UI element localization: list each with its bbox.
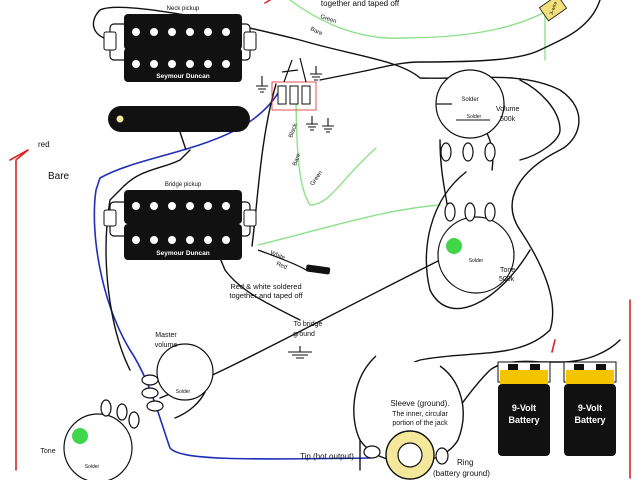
jack-ring-lug [435,447,449,465]
tone-solder-label: Solder [469,258,484,264]
volume-title: Volume [496,106,519,113]
red-wire [9,0,271,471]
battery-1: 9-Volt Battery [497,361,551,456]
bridge-pickup-label: Bridge pickup [165,182,202,188]
master-volume-lugs [141,374,164,412]
tip-label: Tip (hot output) [300,452,354,461]
black-wire-8 [174,391,206,419]
volume-pot: Solder Solder Volume 500k [435,69,519,162]
bridge-brand-label: Seymour Duncan [156,250,209,257]
sleeve-label-2: The inner, circular [392,411,448,418]
battery-2-label-a: 9-Volt [578,403,602,413]
wire-label-bare-mid: Bare [292,152,302,167]
red-left-label: red [38,140,50,149]
tone-capacitor-icon [446,238,462,254]
master-volume-label-2: volume [155,342,178,349]
volume-value: 500k [500,116,516,123]
bare-left-label: Bare [48,171,70,182]
jack-tip-lug [363,445,381,459]
top-note: together and taped off [321,0,400,8]
red-white-note-2: together and taped off [229,291,303,300]
ring-label-2: (battery ground) [433,469,490,478]
single-coil-pickup [108,106,250,151]
battery-1-label-b: Battery [508,415,539,425]
master-volume-label-1: Master [155,332,177,339]
battery-1-label-a: 9-Volt [512,403,536,413]
wire-label-red: Red [275,261,287,271]
ring-label-1: Ring [457,458,473,467]
green-wire-top [289,0,546,61]
tone-bottom-lugs [100,399,140,429]
battery-2: 9-Volt Battery [563,361,617,456]
red-white-note-1: Red & white soldered [230,282,301,291]
neck-brand-label: Seymour Duncan [156,73,209,80]
neck-pickup: Neck pickup Seymour Duncan [103,6,257,82]
black-wire-2 [105,83,277,371]
sleeve-label-1: Sleeve (ground). [390,399,449,408]
bridge-ground-label-2: ground [293,331,315,338]
wire-label-green-mid: Green [310,170,324,187]
pickup-switch [271,57,317,111]
green-wire-mid [257,87,441,246]
black-wire-5 [319,0,601,81]
top-right-tag: 3-wire [538,0,568,22]
wire-label-white: White [269,250,286,262]
master-volume-pot: Solder Master volume [141,332,214,412]
volume-solder-label-2: Solder [467,114,482,120]
tone-lugs [444,202,496,222]
volume-solder-label: Solder [461,97,478,103]
tone-value: 500k [499,276,515,283]
ground-symbols [256,66,334,359]
bridge-pickup: Bridge pickup Seymour Duncan [103,182,257,260]
black-wire-4 [425,79,561,310]
battery-2-label-b: Battery [574,415,605,425]
tone-title: Tone [500,267,515,274]
red-wire-right [551,299,631,479]
text-labels: together and taped off Green Bare Black … [38,0,400,338]
tone-bottom-capacitor-icon [72,428,88,444]
tone-pot: Solder Tone 500k [437,202,515,294]
output-jack: Sleeve (ground). The inner, circular por… [300,355,490,480]
bridge-ground-label-1: To bridge [294,321,323,328]
bridge-pole-pieces [132,202,230,244]
wire-label-black: Black [288,122,299,139]
wire-label-green-top: Green [319,14,337,25]
wire-label-bare-top: Bare [309,26,324,37]
red-white-connector [257,249,331,275]
neck-pole-pieces [132,28,230,68]
sleeve-label-3: portion of the jack [392,420,448,427]
tone-bottom-solder-label: Solder [85,464,100,470]
tone-bottom-label: Tone [40,448,55,455]
blue-wire [93,85,371,460]
tone-pot-bottom: Solder Tone [40,399,140,483]
master-solder-label: Solder [176,389,191,395]
top-right-tag-label: 3-wire [549,1,559,16]
neck-pickup-label: Neck pickup [167,6,200,12]
volume-lugs [440,142,496,162]
